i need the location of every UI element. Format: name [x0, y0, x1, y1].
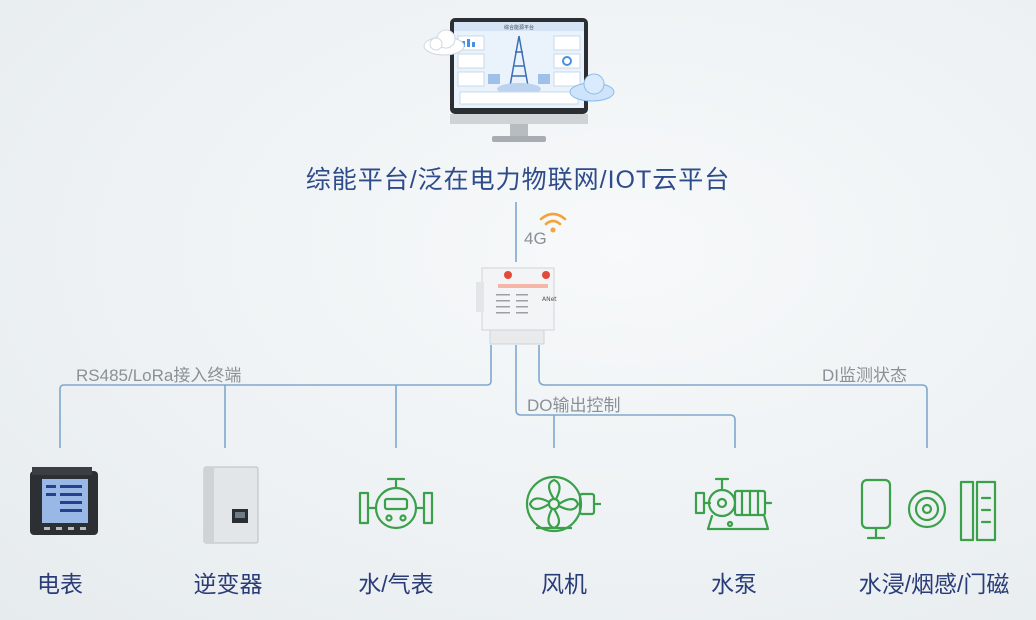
di-bus-line — [538, 345, 928, 448]
cloud-icon — [423, 29, 465, 56]
screen-heading: 综合能源平台 — [504, 24, 534, 31]
device-label-pump: 水泵 — [711, 571, 757, 597]
platform-monitor: 综合能源平台 — [422, 14, 622, 154]
wifi-icon — [537, 208, 571, 236]
pump-icon — [694, 473, 774, 537]
platform-title: 综能平台/泛在电力物联网/IOT云平台 — [305, 166, 731, 194]
rs485-bus-line — [59, 345, 492, 448]
di-bus-label: DI监测状态 — [822, 366, 907, 385]
flow-meter-icon — [358, 475, 434, 533]
fan-icon — [524, 474, 604, 536]
do-bus-line — [515, 345, 736, 448]
sensors-icon — [856, 476, 1002, 546]
device-label-inverter: 逆变器 — [193, 571, 263, 597]
rs485-bus-label: RS485/LoRa接入终端 — [76, 366, 242, 385]
cloud-icon — [569, 73, 615, 102]
device-label-flow-meter: 水/气表 — [358, 571, 434, 597]
gateway-device: ANet — [476, 262, 558, 348]
device-label-power-meter: 电表 — [37, 571, 83, 597]
power-meter-icon — [28, 465, 100, 539]
gateway-brand: ANet — [542, 296, 557, 303]
network-label: 4G — [524, 229, 547, 248]
device-label-fan: 风机 — [541, 571, 587, 597]
device-label-sensors: 水浸/烟感/门磁 — [858, 571, 1010, 597]
inverter-icon — [200, 465, 260, 545]
do-bus-label: DO输出控制 — [527, 396, 621, 415]
